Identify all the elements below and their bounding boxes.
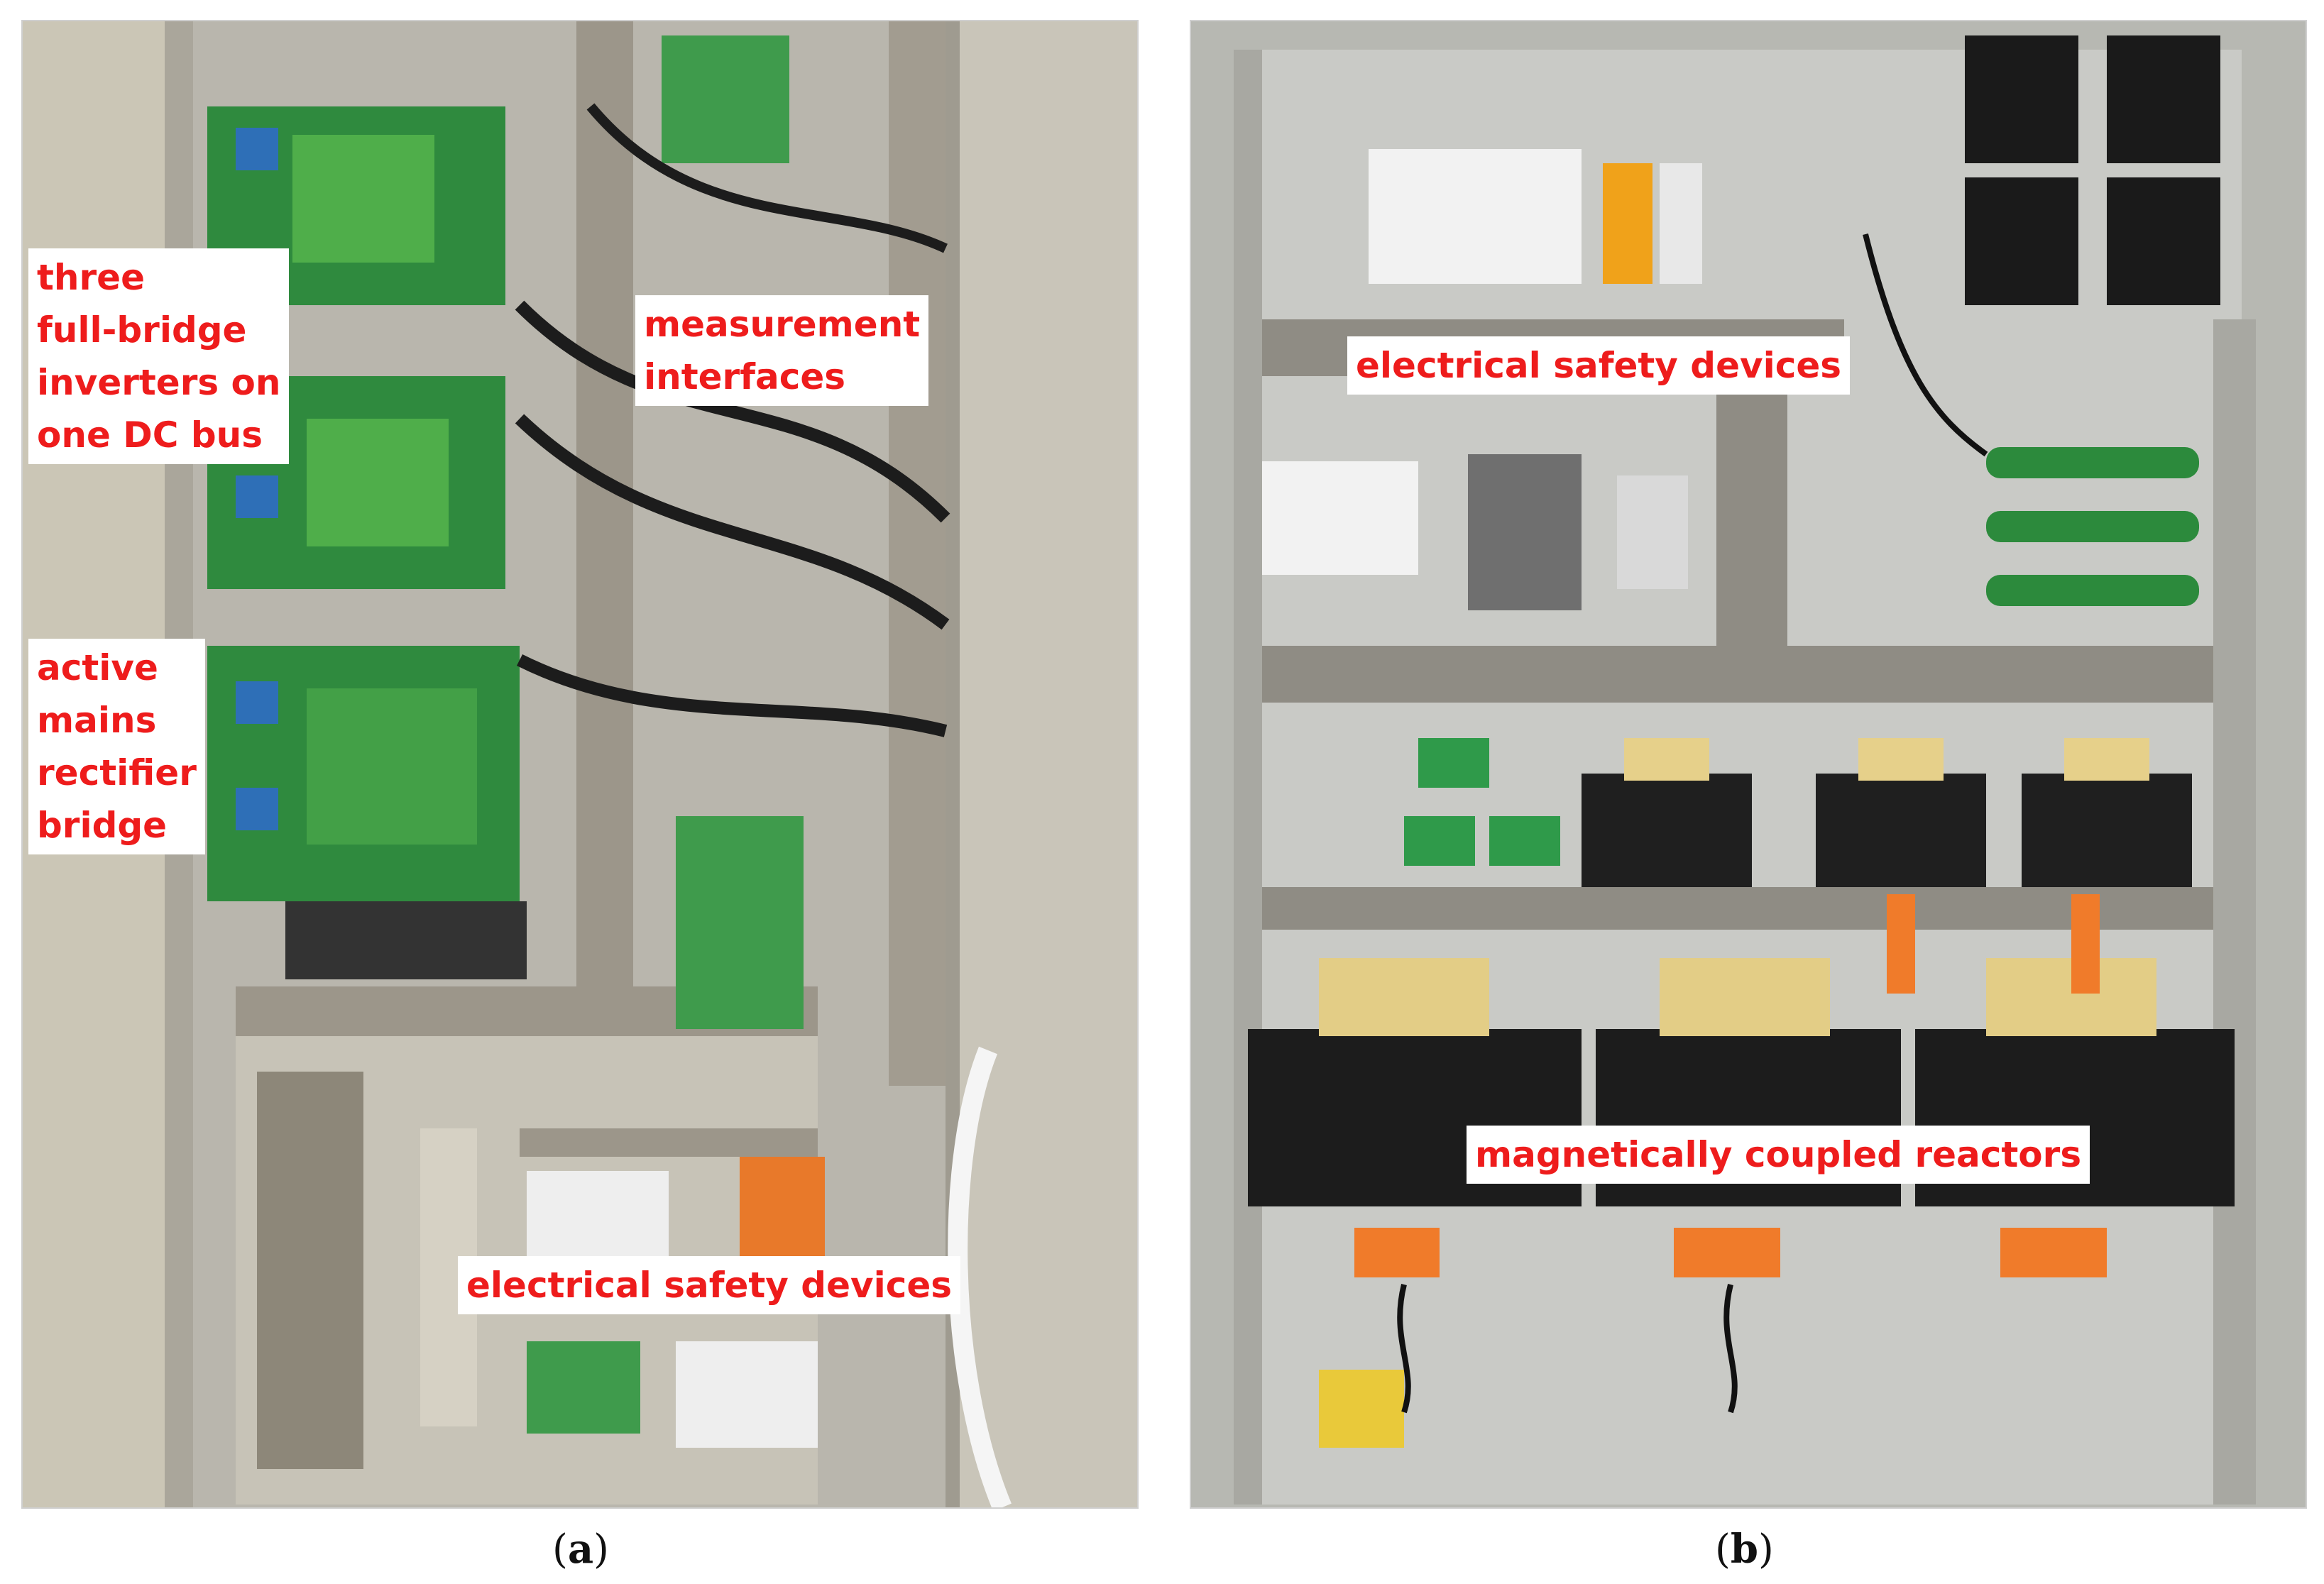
label-magnetically-coupled-reactors: magnetically coupled reactors [1467,1126,2090,1184]
caption-b: (b) [1715,1526,1774,1573]
caption-a-letter: a [567,1526,594,1573]
label-measurement-interfaces: measurement interfaces [635,295,929,406]
caption-a: (a) [552,1526,610,1573]
cabinet-b-illustration [1191,21,2306,1507]
photo-panel-a [21,20,1139,1509]
caption-b-letter: b [1730,1526,1759,1573]
photo-panel-b [1190,20,2307,1509]
cabinet-a-illustration [23,21,1137,1507]
label-active-mains-rectifier: active mains rectifier bridge [28,639,205,854]
label-three-full-bridge-inverters: three full-bridge inverters on one DC bu… [28,248,290,464]
label-electrical-safety-devices-b: electrical safety devices [1347,336,1851,395]
label-electrical-safety-devices-a: electrical safety devices [458,1256,961,1314]
